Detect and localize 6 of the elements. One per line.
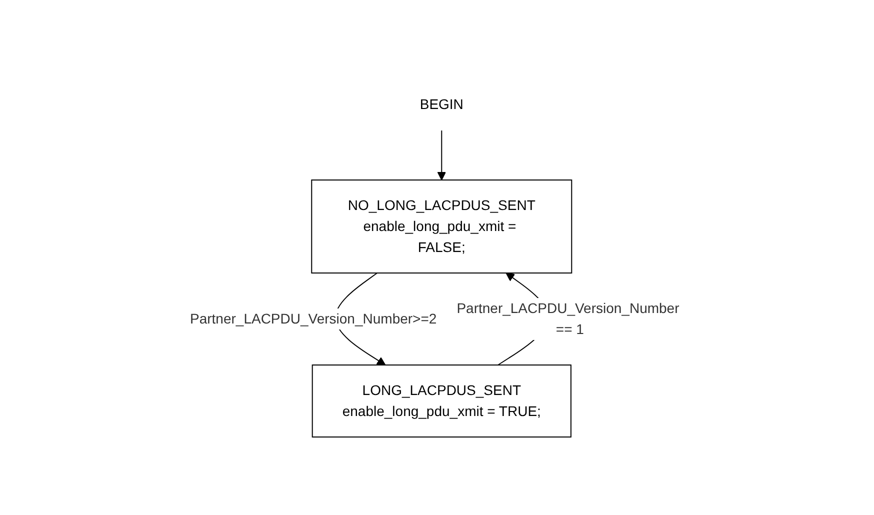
node-box: LONG_LACPDUS_SENT enable_long_pdu_xmit = TRUE; bbox=[312, 364, 572, 437]
edge-label: Partner_LACPDU_Version_Number>=2 bbox=[190, 310, 438, 326]
arrow bbox=[438, 129, 446, 180]
edge-label: Partner_LACPDU_Version_Number == 1 bbox=[457, 300, 680, 336]
node-box: NO_LONG_LACPDUS_SENT enable_long_pdu_xmit = FALSE; bbox=[312, 179, 573, 273]
node-text: BEGIN bbox=[420, 96, 464, 112]
